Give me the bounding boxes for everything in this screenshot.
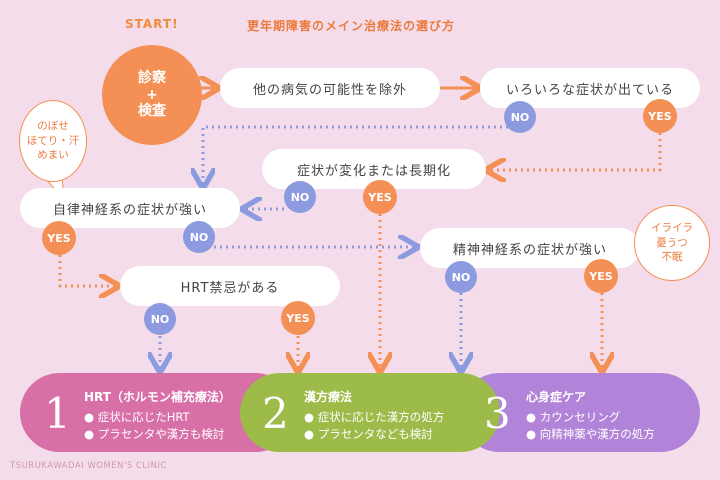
node-exclude: 他の病気の可能性を除外 <box>220 68 440 108</box>
hrt-contra-no-badge: NO <box>144 303 176 335</box>
start-label: START! <box>125 17 179 31</box>
start-node: 診察 + 検査 <box>102 45 202 145</box>
treatment-2-title: 漢方療法 <box>304 390 353 404</box>
treatment-2-item-1: ● 症状に応じた漢方の処方 <box>304 410 445 424</box>
start-node-line2: + <box>146 86 158 103</box>
change-no-badge: NO <box>284 181 316 213</box>
node-hrt-contraindication: HRT禁忌がある <box>120 266 340 306</box>
change-yes-badge: YES <box>363 180 397 214</box>
bubble-right-line2: 憂うつ <box>656 236 688 249</box>
mental-no-badge: NO <box>445 261 477 293</box>
treatment-kampo-band <box>240 373 500 452</box>
start-node-line1: 診察 <box>138 69 166 86</box>
hrt-contra-yes-badge: YES <box>281 301 315 335</box>
page-title: 更年期障害のメイン治療法の選び方 <box>247 19 456 33</box>
various-yes-badge: YES <box>643 99 677 133</box>
bubble-right-line1: イライラ <box>651 221 693 234</box>
treatment-2-number: 2 <box>262 389 289 438</box>
autonomic-no-badge: NO <box>183 221 215 253</box>
treatment-1-item-2: ● プラセンタや漢方も検討 <box>84 427 225 441</box>
treatment-3-title: 心身症ケア <box>526 390 587 404</box>
bubble-left-line3: めまい <box>37 149 69 162</box>
treatment-2-item-2: ● プラセンタなども検討 <box>304 427 433 441</box>
start-node-line3: 検査 <box>138 103 166 120</box>
symptom-bubble-right-text: イライラ 憂うつ 不眠 <box>651 221 693 265</box>
symptom-bubble-left-text: のぼせ ほてり・汗 めまい <box>27 119 80 163</box>
treatment-1-item-1: ● 症状に応じたHRT <box>84 410 190 424</box>
treatment-1-number: 1 <box>44 389 71 438</box>
treatment-1-title: HRT（ホルモン補充療法） <box>84 390 231 404</box>
various-no-badge: NO <box>504 101 536 133</box>
bubble-left-line1: のぼせ <box>37 119 69 132</box>
clinic-footer: TSURUKAWADAI WOMEN'S CLINIC <box>10 461 167 471</box>
treatment-mindcare-band <box>460 373 700 452</box>
autonomic-yes-badge: YES <box>42 221 76 255</box>
bubble-right-line3: 不眠 <box>661 251 683 264</box>
symptom-bubble-right: イライラ 憂うつ 不眠 <box>634 205 710 281</box>
treatment-3-item-1: ● カウンセリング <box>526 410 621 424</box>
mental-yes-badge: YES <box>584 259 618 293</box>
treatment-3-item-2: ● 向精神薬や漢方の処方 <box>526 427 655 441</box>
treatment-3-number: 3 <box>484 389 511 438</box>
bubble-left-line2: ほてり・汗 <box>26 134 80 147</box>
symptom-bubble-left: のぼせ ほてり・汗 めまい <box>19 100 87 182</box>
